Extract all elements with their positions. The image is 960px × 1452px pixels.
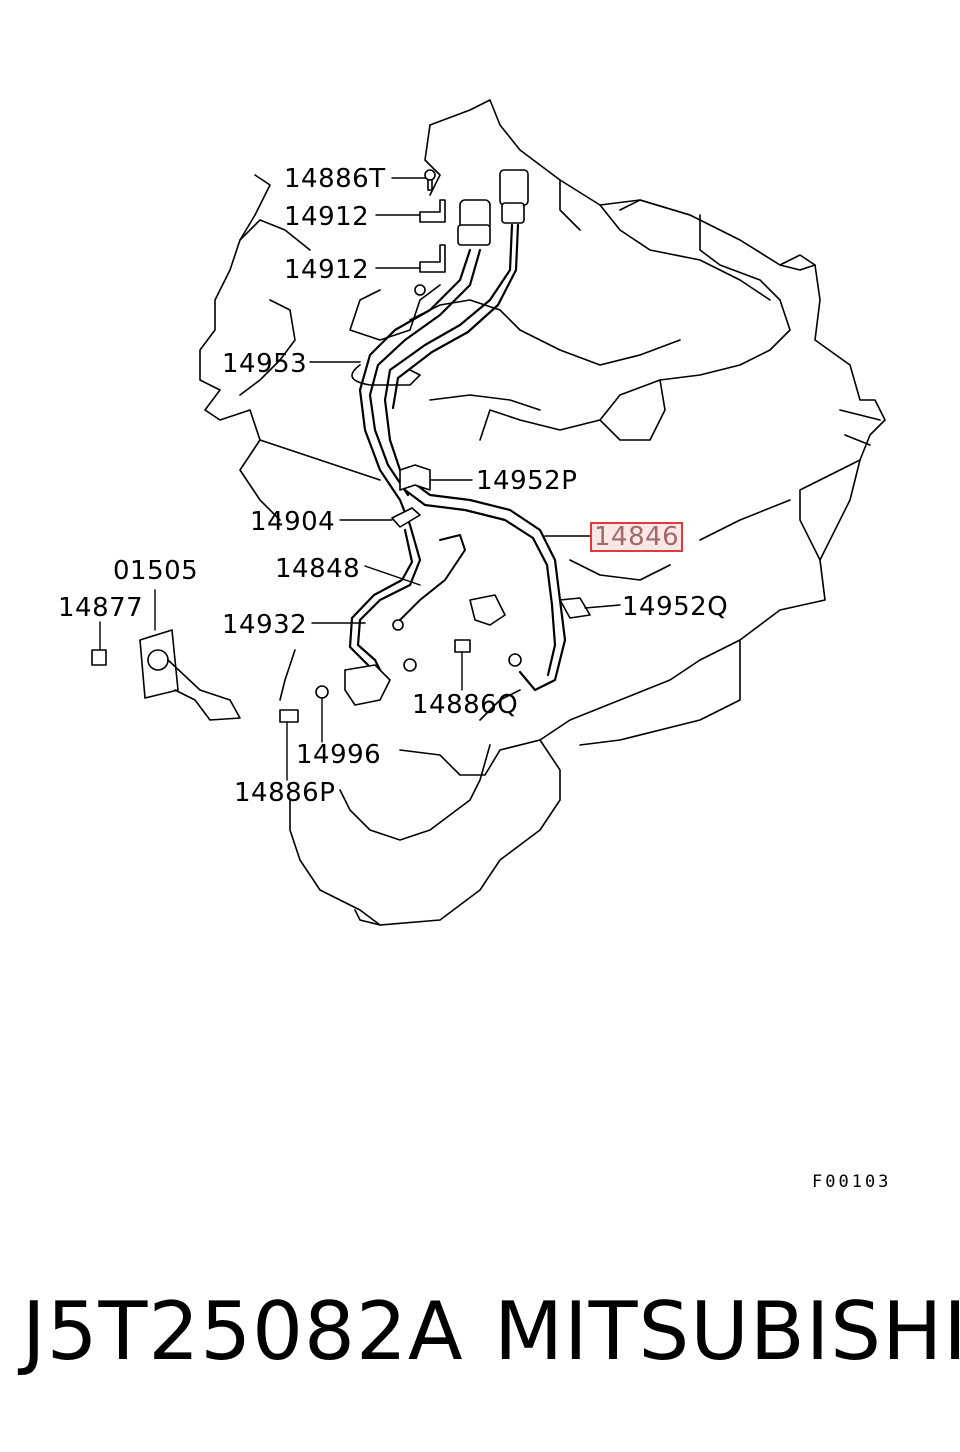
bolt-14886P [279, 709, 299, 723]
label-14932[interactable]: 14932 [222, 610, 308, 640]
sensor-right [469, 594, 506, 626]
label-14886P[interactable]: 14886P [234, 778, 336, 808]
label-14952Q[interactable]: 14952Q [622, 592, 729, 622]
bolt-14877 [91, 649, 107, 666]
label-14904[interactable]: 14904 [250, 507, 336, 537]
clip-14904 [391, 507, 421, 528]
connector-top-right [499, 169, 529, 206]
label-14877[interactable]: 14877 [58, 593, 144, 623]
clamp-14953 [351, 364, 421, 386]
bracket-14912-upper [419, 199, 446, 223]
label-14846-highlighted[interactable]: 14846 [590, 522, 684, 552]
sensor-14932 [344, 664, 391, 706]
figure-code: F00103 [812, 1172, 892, 1192]
bracket-14912-lower [419, 244, 446, 273]
wire-harness-14846 [408, 478, 567, 692]
label-14952P[interactable]: 14952P [476, 466, 578, 496]
label-14912-upper[interactable]: 14912 [284, 202, 370, 232]
footer-part-number: J5T25082A [22, 1285, 464, 1378]
bracket-14952P [399, 464, 431, 491]
wire-harness-14953 [358, 248, 472, 527]
plug-14996 [315, 685, 329, 699]
label-14912-lower[interactable]: 14912 [284, 255, 370, 285]
label-14886Q[interactable]: 14886Q [412, 690, 519, 720]
label-01505[interactable]: 01505 [113, 556, 199, 586]
label-14953[interactable]: 14953 [222, 349, 308, 379]
label-14996[interactable]: 14996 [296, 740, 382, 770]
label-14886T[interactable]: 14886T [284, 164, 386, 194]
wire-harness-14848 [356, 523, 422, 682]
bolt-14886Q [454, 639, 471, 653]
footer-brand: MITSUBISHI [494, 1285, 960, 1378]
label-14848[interactable]: 14848 [275, 554, 361, 584]
bracket-14952Q [559, 597, 591, 619]
